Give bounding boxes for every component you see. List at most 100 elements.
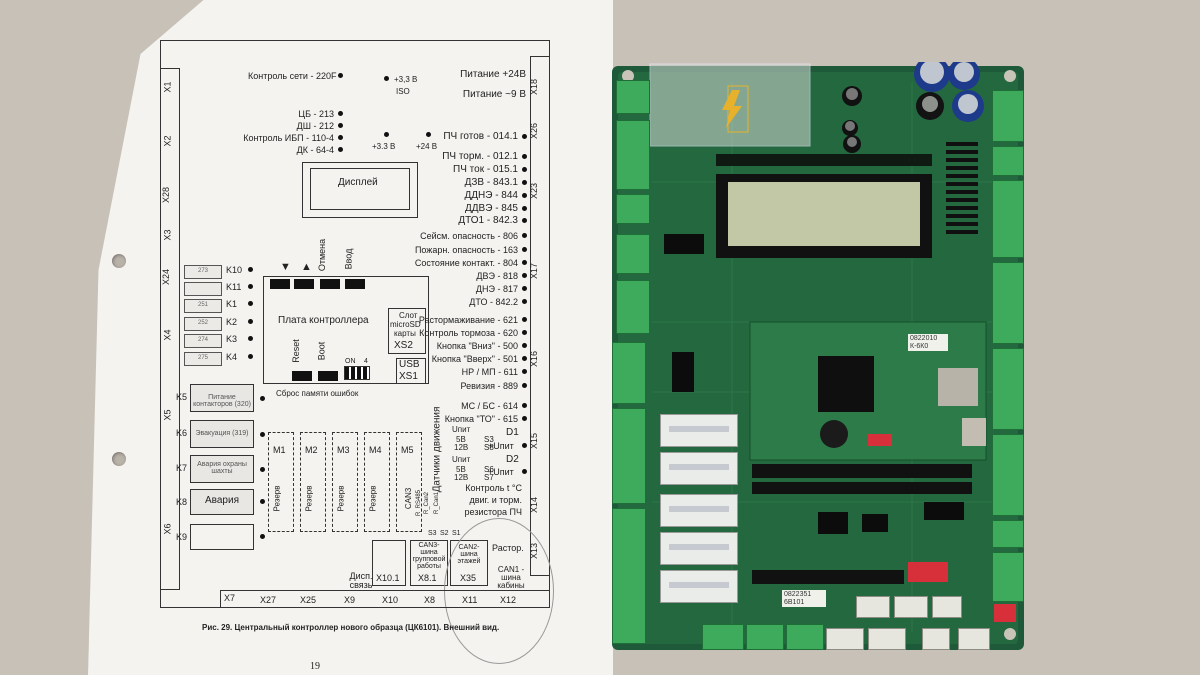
left-connector-column bbox=[160, 68, 180, 590]
terminal-dot bbox=[260, 467, 265, 472]
controller-board-outline bbox=[263, 276, 429, 384]
k-row-box: 252 bbox=[184, 317, 222, 331]
arrow-up-icon: ▲ bbox=[301, 261, 312, 273]
module-sublabel: Резерв bbox=[368, 485, 378, 512]
terminal-dot bbox=[522, 416, 527, 421]
k-box bbox=[190, 420, 254, 448]
connector-label: X27 bbox=[260, 595, 277, 605]
right-label: Контроль тормоза - 620 bbox=[419, 328, 518, 338]
terminal-block bbox=[616, 194, 650, 224]
key-up bbox=[294, 279, 314, 289]
module-sublabel: CAN3 bbox=[404, 487, 414, 510]
hand-drawn-circle bbox=[444, 518, 554, 664]
module-label: M2 bbox=[305, 445, 318, 455]
k-box-text: Эвакуация (319) bbox=[195, 430, 249, 437]
k-row-box: 275 bbox=[184, 352, 222, 366]
connector-label: X16 bbox=[529, 350, 540, 368]
terminal-block bbox=[992, 552, 1024, 602]
relay bbox=[660, 452, 738, 485]
connector-label: X26 bbox=[529, 122, 540, 140]
reset-button bbox=[292, 371, 312, 381]
terminal-dot bbox=[248, 284, 253, 289]
right-label: ДНЭ - 817 bbox=[475, 284, 518, 294]
board-sticker-line: 0822351 bbox=[784, 591, 812, 598]
right-label: ДДВЭ - 845 bbox=[465, 203, 518, 214]
terminal-dot bbox=[248, 336, 253, 341]
slot-line-2: microSD bbox=[390, 320, 421, 329]
reset-label: Reset bbox=[290, 339, 301, 363]
module-slot bbox=[268, 432, 294, 532]
connector-label: X24 bbox=[161, 268, 172, 286]
label-cb: ЦБ - 213 bbox=[298, 109, 334, 119]
s-bottom-label: S1 bbox=[452, 530, 461, 537]
terminal-block bbox=[992, 262, 1024, 344]
terminal-block bbox=[992, 348, 1024, 430]
boot-label: Boot bbox=[316, 341, 327, 361]
white-connector bbox=[856, 596, 890, 618]
slot-line-1: Слот bbox=[399, 311, 418, 320]
plus-unit-label: +Uпит bbox=[488, 467, 514, 477]
terminal-dot bbox=[260, 534, 265, 539]
temp-line: двиг. и торм. bbox=[469, 495, 523, 505]
slot-line-3: карты bbox=[394, 329, 416, 338]
disp-svyaz-label: Дисп. связь bbox=[349, 571, 373, 590]
connector-label: X7 bbox=[224, 593, 236, 603]
k-row-box bbox=[184, 282, 222, 296]
terminal-dot bbox=[522, 286, 527, 291]
k-box-label: K6 bbox=[176, 428, 188, 438]
can3-bus-label: CAN3-шина групповой работы bbox=[412, 542, 446, 570]
right-label: Питание +24В bbox=[460, 69, 526, 80]
d1-label: D1 bbox=[506, 427, 519, 438]
module-sublabel: Резерв bbox=[304, 485, 314, 512]
upit-label: Uпит bbox=[452, 425, 471, 434]
connector-label: X4 bbox=[162, 329, 173, 341]
figure-caption: Рис. 29. Центральный контроллер нового о… bbox=[202, 623, 500, 632]
terminal-dot bbox=[522, 317, 527, 322]
label-ups: Контроль ИБП - 110-4 bbox=[243, 133, 334, 143]
xs2-label: XS2 bbox=[394, 340, 413, 351]
terminal-dot bbox=[522, 167, 527, 172]
k-box-text: Авария bbox=[205, 495, 239, 506]
terminal-dot bbox=[522, 154, 527, 159]
right-label: Кнопка "Вниз" - 500 bbox=[436, 341, 518, 351]
d2-label: D2 bbox=[506, 454, 519, 465]
terminal-block bbox=[746, 624, 784, 650]
label-24v: +24 В bbox=[416, 142, 438, 151]
punch-hole bbox=[112, 452, 126, 466]
display-label: Дисплей bbox=[338, 177, 378, 188]
right-label: Кнопка "Вверх" - 501 bbox=[431, 354, 518, 364]
terminal-dot bbox=[248, 301, 253, 306]
k-box-label: K5 bbox=[176, 392, 188, 402]
terminal-block bbox=[616, 234, 650, 274]
terminal-dot bbox=[338, 73, 343, 78]
k-row-label: K1 bbox=[226, 299, 238, 309]
right-label: ДТО - 842.2 bbox=[469, 297, 518, 307]
right-label: ДВЭ - 818 bbox=[476, 271, 518, 281]
k-box-label: K9 bbox=[176, 532, 188, 542]
right-label: ПЧ ток - 015.1 bbox=[453, 164, 518, 175]
right-label: Питание ~9 В bbox=[462, 89, 526, 100]
white-connector bbox=[826, 628, 864, 650]
dip-on-label: ON bbox=[345, 358, 356, 365]
terminal-block bbox=[992, 520, 1024, 548]
arrow-down-icon: ▼ bbox=[280, 261, 291, 273]
connector-label: X18 bbox=[529, 78, 540, 96]
board-sticker: 0822351 6В101 bbox=[782, 590, 826, 608]
v12-label: 12В bbox=[454, 473, 469, 482]
k-box-text: Питание контакторов (320) bbox=[193, 394, 251, 408]
memory-reset-label: Сброс памяти ошибок bbox=[276, 389, 359, 398]
module-sublabel: Резерв bbox=[272, 485, 282, 512]
k-row-box: 251 bbox=[184, 299, 222, 313]
v5-label: 5В bbox=[456, 435, 466, 444]
module-label: M5 bbox=[401, 445, 414, 455]
x10-1-label: X10.1 bbox=[376, 573, 400, 583]
terminal-dot bbox=[260, 499, 265, 504]
white-connector bbox=[932, 596, 962, 618]
k-box-label: K8 bbox=[176, 497, 188, 507]
connector-label: X17 bbox=[529, 262, 540, 280]
connector-label: X2 bbox=[162, 135, 173, 147]
connector-label: X11 bbox=[462, 595, 478, 605]
connector-label: X8 bbox=[424, 595, 436, 605]
right-label: Ревизия - 889 bbox=[460, 381, 518, 391]
